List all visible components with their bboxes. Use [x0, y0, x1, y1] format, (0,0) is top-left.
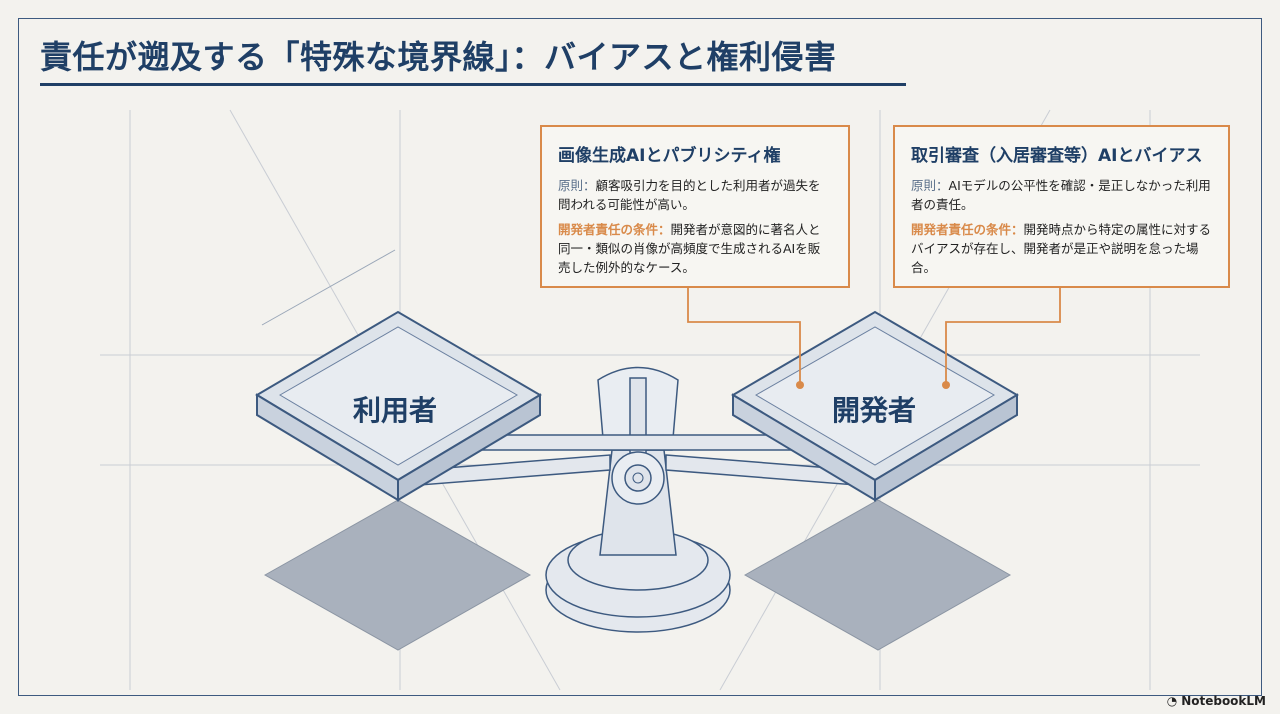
left-pan: [255, 310, 542, 502]
title-underline: [40, 83, 906, 86]
slide-frame: [18, 18, 1262, 696]
notebooklm-logo: ◔ NotebookLM: [1166, 694, 1266, 708]
card-principle: 原則：顧客吸引力を目的とした利用者が過失を問われる可能性が高い。: [558, 178, 821, 212]
card-principle: 原則：AIモデルの公平性を確認・是正しなかった利用者の責任。: [911, 178, 1211, 212]
pivot-joint: [611, 451, 665, 505]
left-pan-shadow: [263, 499, 532, 651]
card-condition: 開発者責任の条件：開発者が意図的に著名人と同一・類似の肖像が高頻度で生成されるA…: [558, 222, 821, 275]
callout-dot-left: [796, 381, 804, 389]
right-pan-shadow: [743, 499, 1012, 651]
card-condition: 開発者責任の条件：開発時点から特定の属性に対するバイアスが存在し、開発者が是正や…: [911, 222, 1212, 275]
pan-label-developer: 開発者: [832, 394, 917, 427]
pan-label-user: 利用者: [353, 394, 438, 427]
slide-title: 責任が遡及する「特殊な境界線」：バイアスと権利侵害: [40, 38, 837, 76]
callout-card-publicity: 画像生成AIとパブリシティ権 原則：顧客吸引力を目的とした利用者が過失を問われる…: [540, 125, 850, 288]
callout-dot-right: [942, 381, 950, 389]
card-heading: 画像生成AIとパブリシティ権: [558, 146, 781, 166]
notebooklm-icon: ◔: [1166, 694, 1178, 708]
callout-connectors: [687, 288, 1061, 385]
card-heading: 取引審査（入居審査等）AIとバイアス: [911, 146, 1203, 166]
callout-card-bias: 取引審査（入居審査等）AIとバイアス 原則：AIモデルの公平性を確認・是正しなか…: [893, 125, 1230, 288]
